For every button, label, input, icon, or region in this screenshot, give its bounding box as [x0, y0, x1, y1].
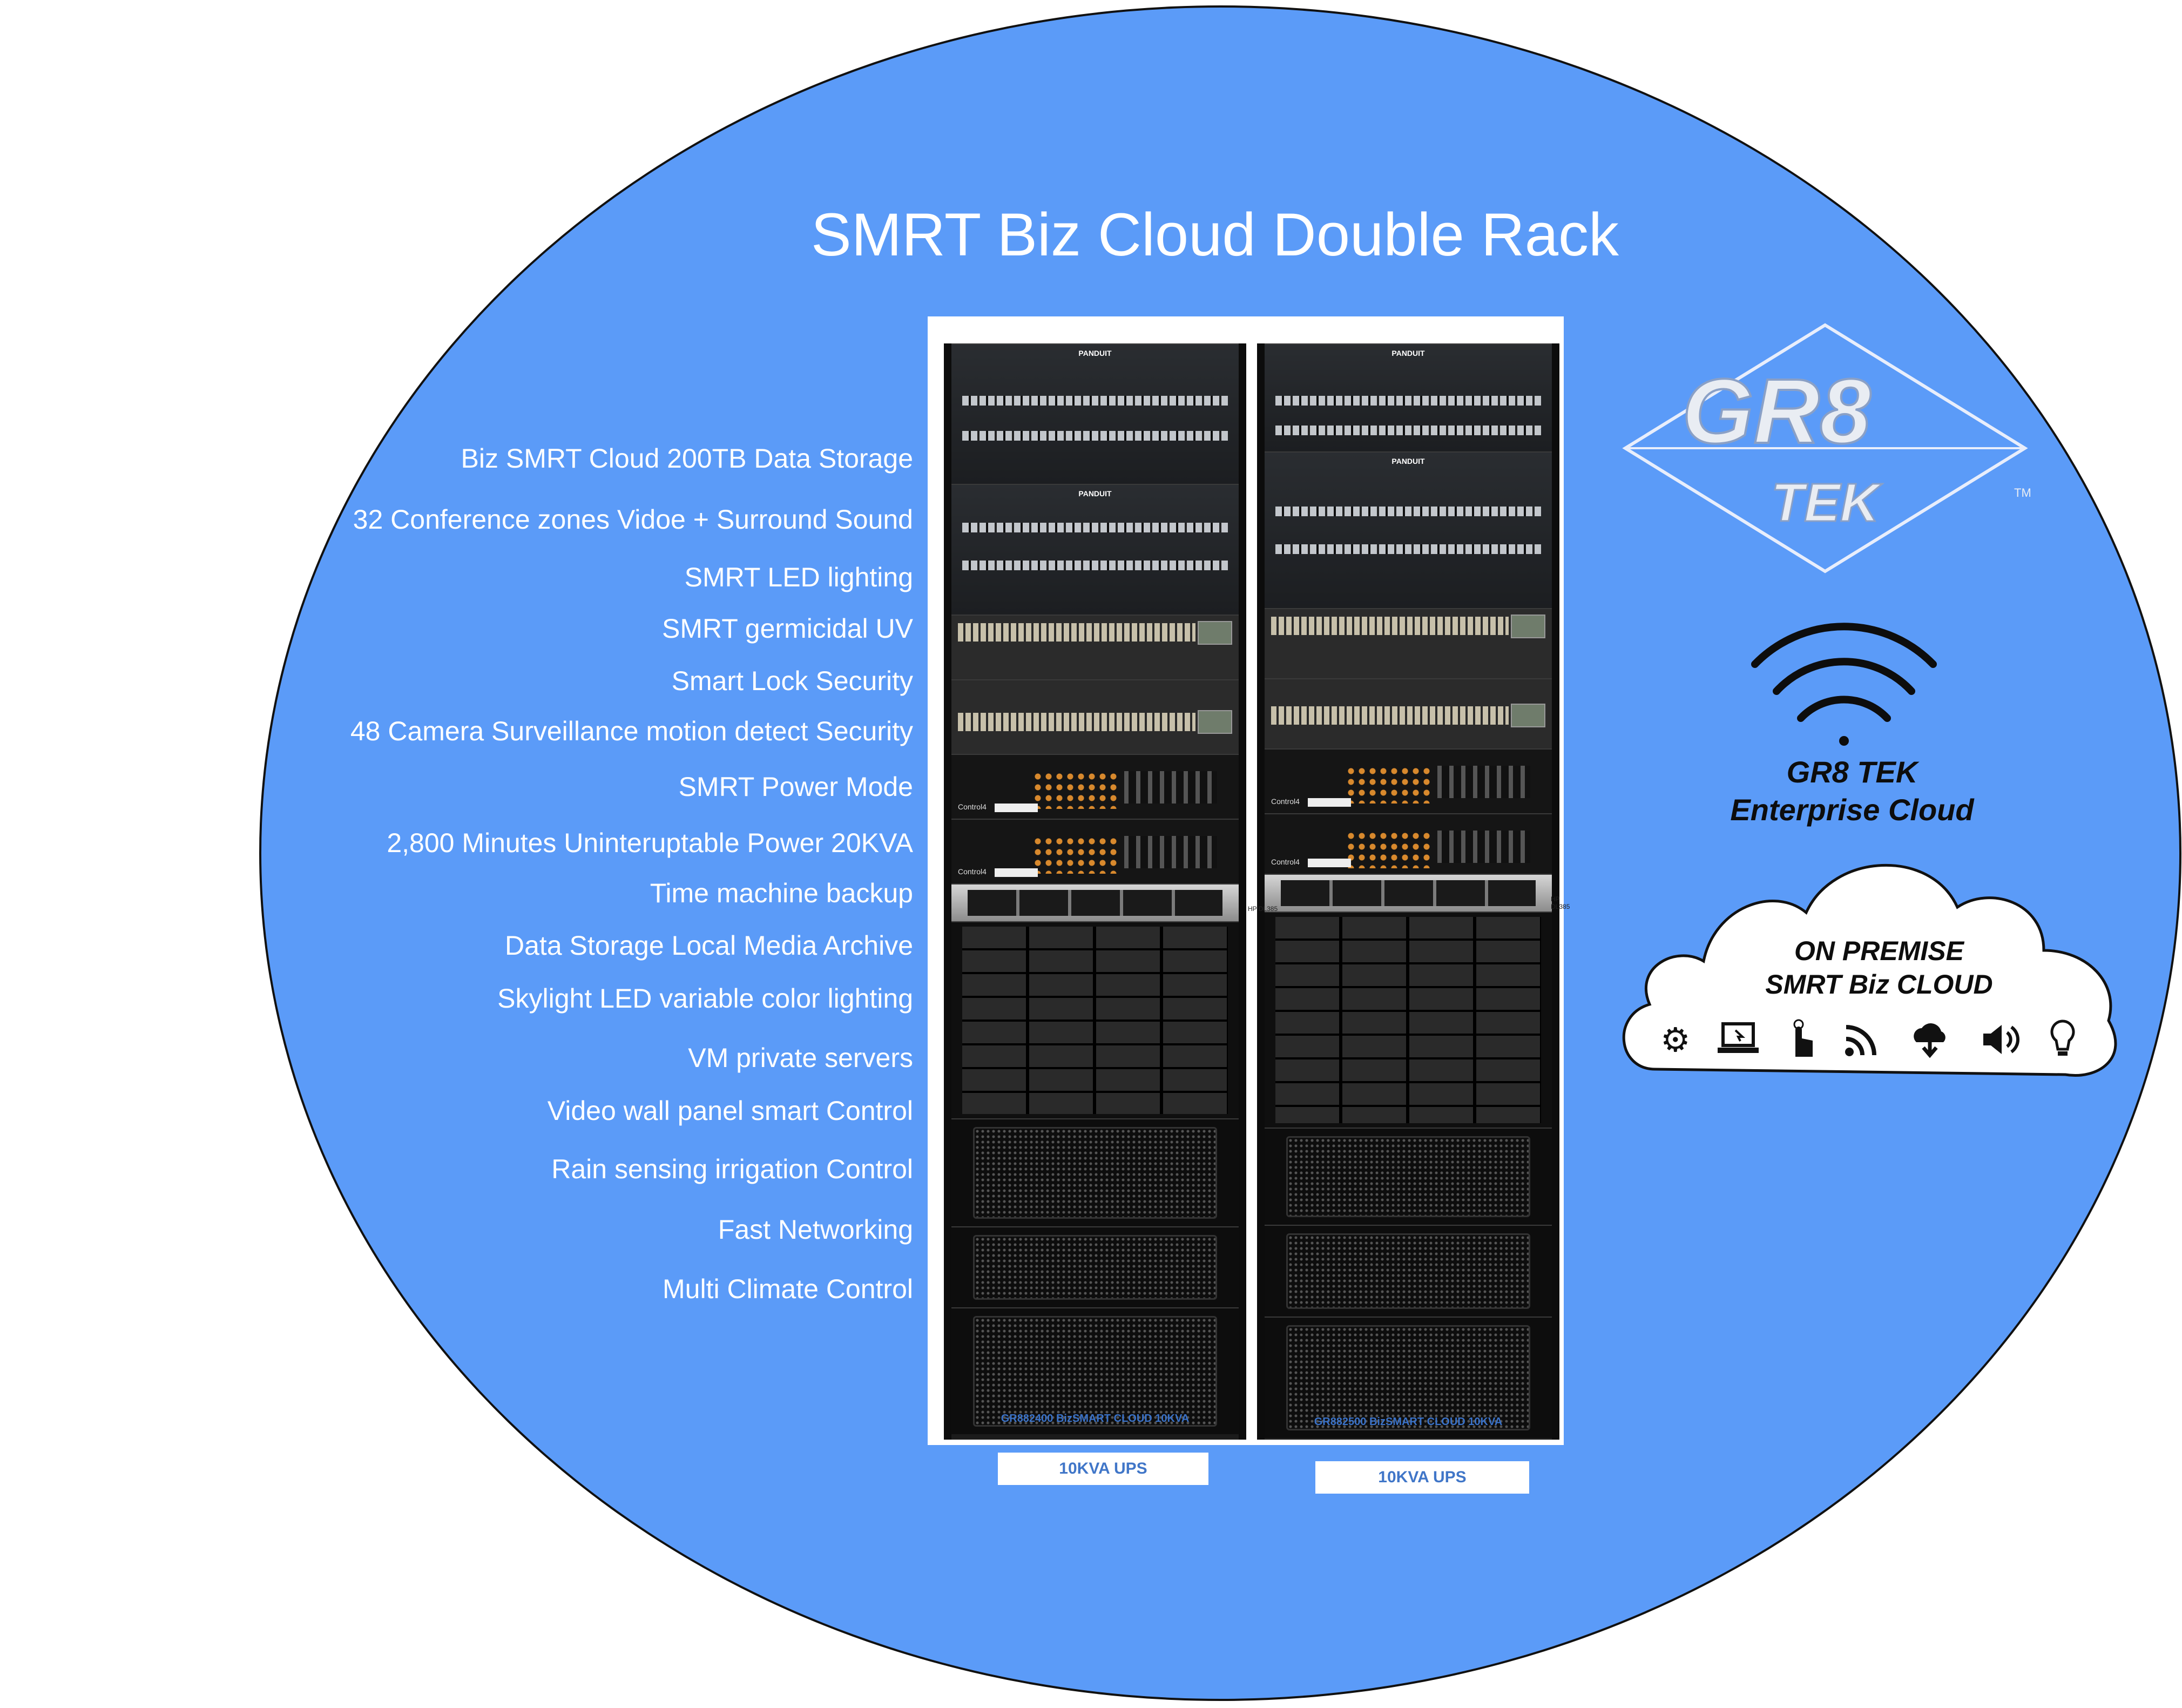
server-model-label: HP DL385 — [1551, 895, 1570, 910]
control-unit: Control4 — [1265, 813, 1552, 874]
feature-item: Biz SMRT Cloud 200TB Data Storage — [461, 443, 913, 474]
cloud-icon-row: ⚙ — [1660, 1018, 2076, 1061]
ups-unit — [1265, 1128, 1552, 1225]
cloud-caption-line2: SMRT Biz CLOUD — [1765, 969, 1993, 1000]
page-title: SMRT Biz Cloud Double Rack — [810, 201, 1619, 268]
patch-panel: PANDUIT — [1265, 343, 1552, 451]
network-switch — [1265, 608, 1552, 678]
lightbulb-icon — [2050, 1020, 2075, 1056]
control-unit: Control4 — [1265, 748, 1552, 813]
network-switch — [1265, 678, 1552, 748]
ups-unit — [1265, 1225, 1552, 1317]
patch-brand: PANDUIT — [1391, 349, 1425, 357]
wifi-caption-line2: Enterprise Cloud — [1730, 793, 1974, 827]
patch-panel: PANDUIT — [1265, 451, 1552, 608]
rss-feed-icon — [1845, 1025, 1876, 1056]
patch-brand: PANDUIT — [1078, 349, 1112, 357]
ups-label-right: 10KVA UPS — [1315, 1461, 1529, 1494]
server-rack-left: PANDUIT PANDUIT Control4 Control4 — [944, 343, 1246, 1440]
hp-server — [1265, 874, 1552, 912]
laptop-icon — [1717, 1022, 1759, 1053]
network-switch — [951, 615, 1239, 679]
logo-main-text: GR8 — [1682, 360, 1871, 463]
logo-tm: TM — [2014, 486, 2031, 499]
feature-item: 48 Camera Surveillance motion detect Sec… — [350, 716, 913, 746]
wifi-caption: GR8 TEK Enterprise Cloud — [1695, 753, 2009, 829]
network-switch — [951, 679, 1239, 754]
patch-panel: PANDUIT — [951, 484, 1239, 615]
patch-brand: PANDUIT — [1391, 457, 1425, 465]
controller-brand: Control4 — [1271, 858, 1300, 866]
storage-array — [1265, 912, 1552, 1128]
hp-server — [951, 883, 1239, 921]
ups-unit — [951, 1118, 1239, 1226]
feature-item: Skylight LED variable color lighting — [497, 983, 913, 1014]
feature-item: Time machine backup — [650, 878, 913, 908]
feature-item: VM private servers — [688, 1043, 913, 1073]
feature-item: Rain sensing irrigation Control — [551, 1154, 913, 1184]
rack-frame: PANDUIT PANDUIT Control4 Control4 GR8824… — [928, 316, 1570, 1445]
feature-item: Data Storage Local Media Archive — [505, 930, 913, 961]
cloud-caption: ON PREMISE SMRT Biz CLOUD — [1663, 934, 2095, 1001]
server-model-label: HP DL385 — [1248, 905, 1278, 913]
cloud-caption-line1: ON PREMISE — [1794, 936, 1964, 966]
feature-item: SMRT Power Mode — [678, 772, 913, 802]
patch-panel: PANDUIT — [951, 343, 1239, 484]
server-rack-right: PANDUIT PANDUIT Control4 Control4 — [1257, 343, 1559, 1440]
gears-icon: ⚙ — [1660, 1021, 1691, 1059]
controller-brand: Control4 — [958, 867, 987, 876]
feature-item: Smart Lock Security — [671, 666, 913, 696]
wifi-caption-line1: GR8 TEK — [1786, 755, 1918, 789]
touch-hand-icon — [1793, 1019, 1813, 1057]
feature-item: SMRT germicidal UV — [662, 613, 913, 644]
wifi-icon — [1751, 623, 1937, 746]
controller-brand: Control4 — [958, 802, 987, 811]
patch-brand: PANDUIT — [1078, 489, 1112, 498]
rack-label-right: GR882500 BizSMART CLOUD 10KVA — [1314, 1416, 1503, 1428]
gr8-tek-logo: GR8 TEK TM — [1622, 323, 2031, 573]
feature-item: 2,800 Minutes Uninteruptable Power 20KVA — [387, 828, 913, 858]
feature-item: Video wall panel smart Control — [547, 1096, 913, 1126]
cloud-download-icon — [1914, 1023, 1945, 1058]
controller-brand: Control4 — [1271, 797, 1300, 806]
ups-label-left: 10KVA UPS — [998, 1453, 1208, 1485]
rack-label-left: GR882400 BizSMART CLOUD 10KVA — [1001, 1413, 1190, 1425]
feature-item: Multi Climate Control — [662, 1274, 913, 1304]
control-unit: Control4 — [951, 754, 1239, 819]
ups-unit — [1265, 1317, 1552, 1438]
feature-item: SMRT LED lighting — [684, 562, 913, 592]
ups-unit — [951, 1307, 1239, 1434]
feature-item: 32 Conference zones Vidoe + Surround Sou… — [353, 504, 913, 535]
storage-array — [951, 921, 1239, 1118]
feature-item: Fast Networking — [718, 1214, 913, 1245]
speaker-icon — [1983, 1025, 2019, 1054]
ups-unit — [951, 1226, 1239, 1307]
control-unit: Control4 — [951, 819, 1239, 883]
logo-sub-text: TEK — [1771, 472, 1883, 533]
